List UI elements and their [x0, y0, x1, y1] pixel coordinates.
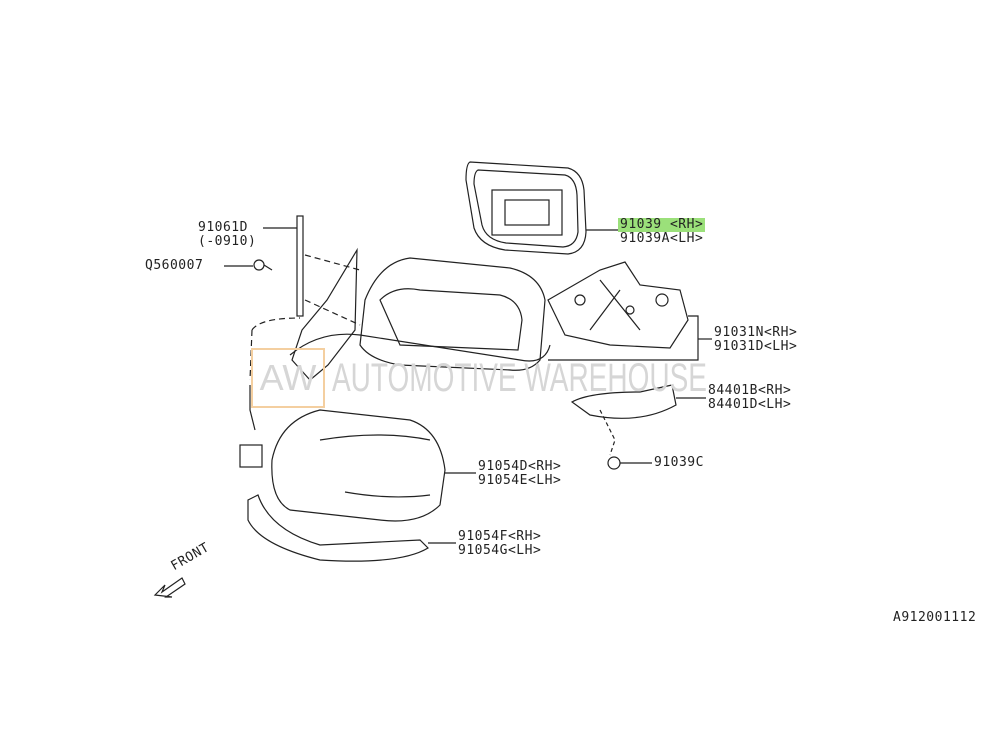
part-label-91054FG[interactable]: 91054F<RH>91054G<LH> — [458, 530, 541, 558]
seal-strip-part[interactable] — [296, 215, 304, 317]
mirror-cover-part[interactable] — [271, 409, 446, 522]
part-label-91054DE[interactable]: 91054D<RH>91054E<LH> — [478, 460, 561, 488]
mirror-actuator-part[interactable] — [547, 261, 689, 349]
screw-part[interactable] — [607, 456, 621, 470]
part-label-91061D[interactable]: 91061D(-0910) — [198, 221, 256, 249]
part-number-lh: 91054E<LH> — [478, 473, 562, 488]
mirror-garnish-part[interactable] — [247, 494, 429, 562]
part-number-lh: 91039A<LH> — [620, 231, 704, 246]
part-number: 91061D — [198, 220, 248, 235]
front-arrow-icon — [153, 577, 186, 598]
part-number-rh: 91054F<RH> — [458, 529, 542, 544]
watermark-logo: AW — [251, 348, 325, 408]
part-number-lh: 91031D<LH> — [714, 339, 798, 354]
part-number-rh: 84401B<RH> — [708, 383, 792, 398]
part-number-rh: 91054D<RH> — [478, 459, 562, 474]
part-number-rh: 91031N<RH> — [714, 325, 798, 340]
leader-line — [548, 315, 699, 361]
turn-signal-lamp-part[interactable] — [570, 384, 677, 456]
part-note: (-0910) — [198, 234, 257, 249]
mirror-glass-part[interactable] — [465, 161, 587, 255]
wire-harness-part[interactable] — [239, 385, 263, 468]
mirror-housing-part[interactable] — [249, 247, 551, 381]
part-number-lh: 84401D<LH> — [708, 397, 792, 412]
part-number-rh-highlighted: 91039 <RH> — [618, 217, 706, 232]
part-number-lh: 91054G<LH> — [458, 543, 542, 558]
watermark-text: AUTOMOTIVE WAREHOUSE — [332, 356, 707, 400]
part-number: Q560007 — [145, 258, 204, 273]
part-label-91039C[interactable]: 91039C — [654, 456, 704, 470]
part-label-Q560007[interactable]: Q560007 — [145, 259, 203, 273]
diagram-id: A912001112 — [893, 610, 977, 625]
part-label-91031[interactable]: 91031N<RH>91031D<LH> — [714, 326, 797, 354]
bolt-part[interactable] — [253, 259, 273, 271]
part-label-84401[interactable]: 84401B<RH>84401D<LH> — [708, 384, 791, 412]
part-label-91039[interactable]: 91039 <RH>91039A<LH> — [618, 217, 706, 246]
part-number: 91039C — [654, 455, 704, 470]
